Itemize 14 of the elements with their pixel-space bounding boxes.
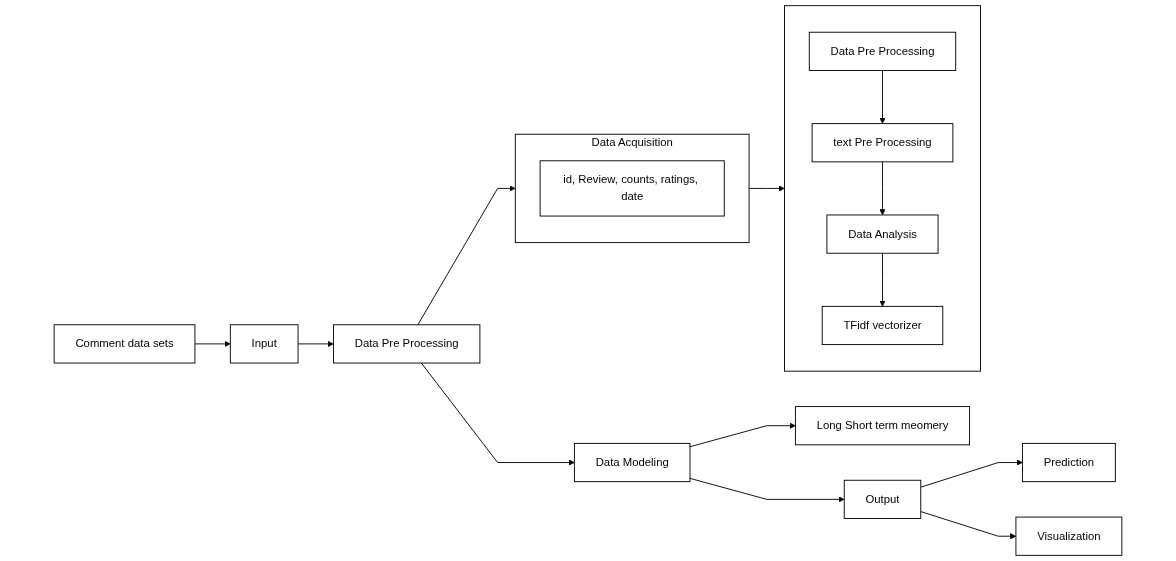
node-box: id, Review, counts, ratings, date <box>539 160 725 217</box>
node-box: Data Analysis <box>826 214 939 254</box>
node-box: Data Modeling <box>573 442 691 483</box>
node-box: Comment data sets <box>53 324 196 364</box>
node-box: Data Pre Processing <box>808 31 957 71</box>
cluster <box>784 5 981 372</box>
node-box: Visualization <box>1015 516 1123 556</box>
node-box: Long Short term meomery <box>794 406 971 446</box>
node-box: Prediction <box>1022 442 1116 483</box>
node-box: Input <box>229 324 299 364</box>
node-box: text Pre Processing <box>811 123 954 163</box>
node-box: TFidf vectorizer <box>821 305 944 346</box>
node-box: Output <box>843 479 922 519</box>
node-box: Data Pre Processing <box>333 324 481 364</box>
